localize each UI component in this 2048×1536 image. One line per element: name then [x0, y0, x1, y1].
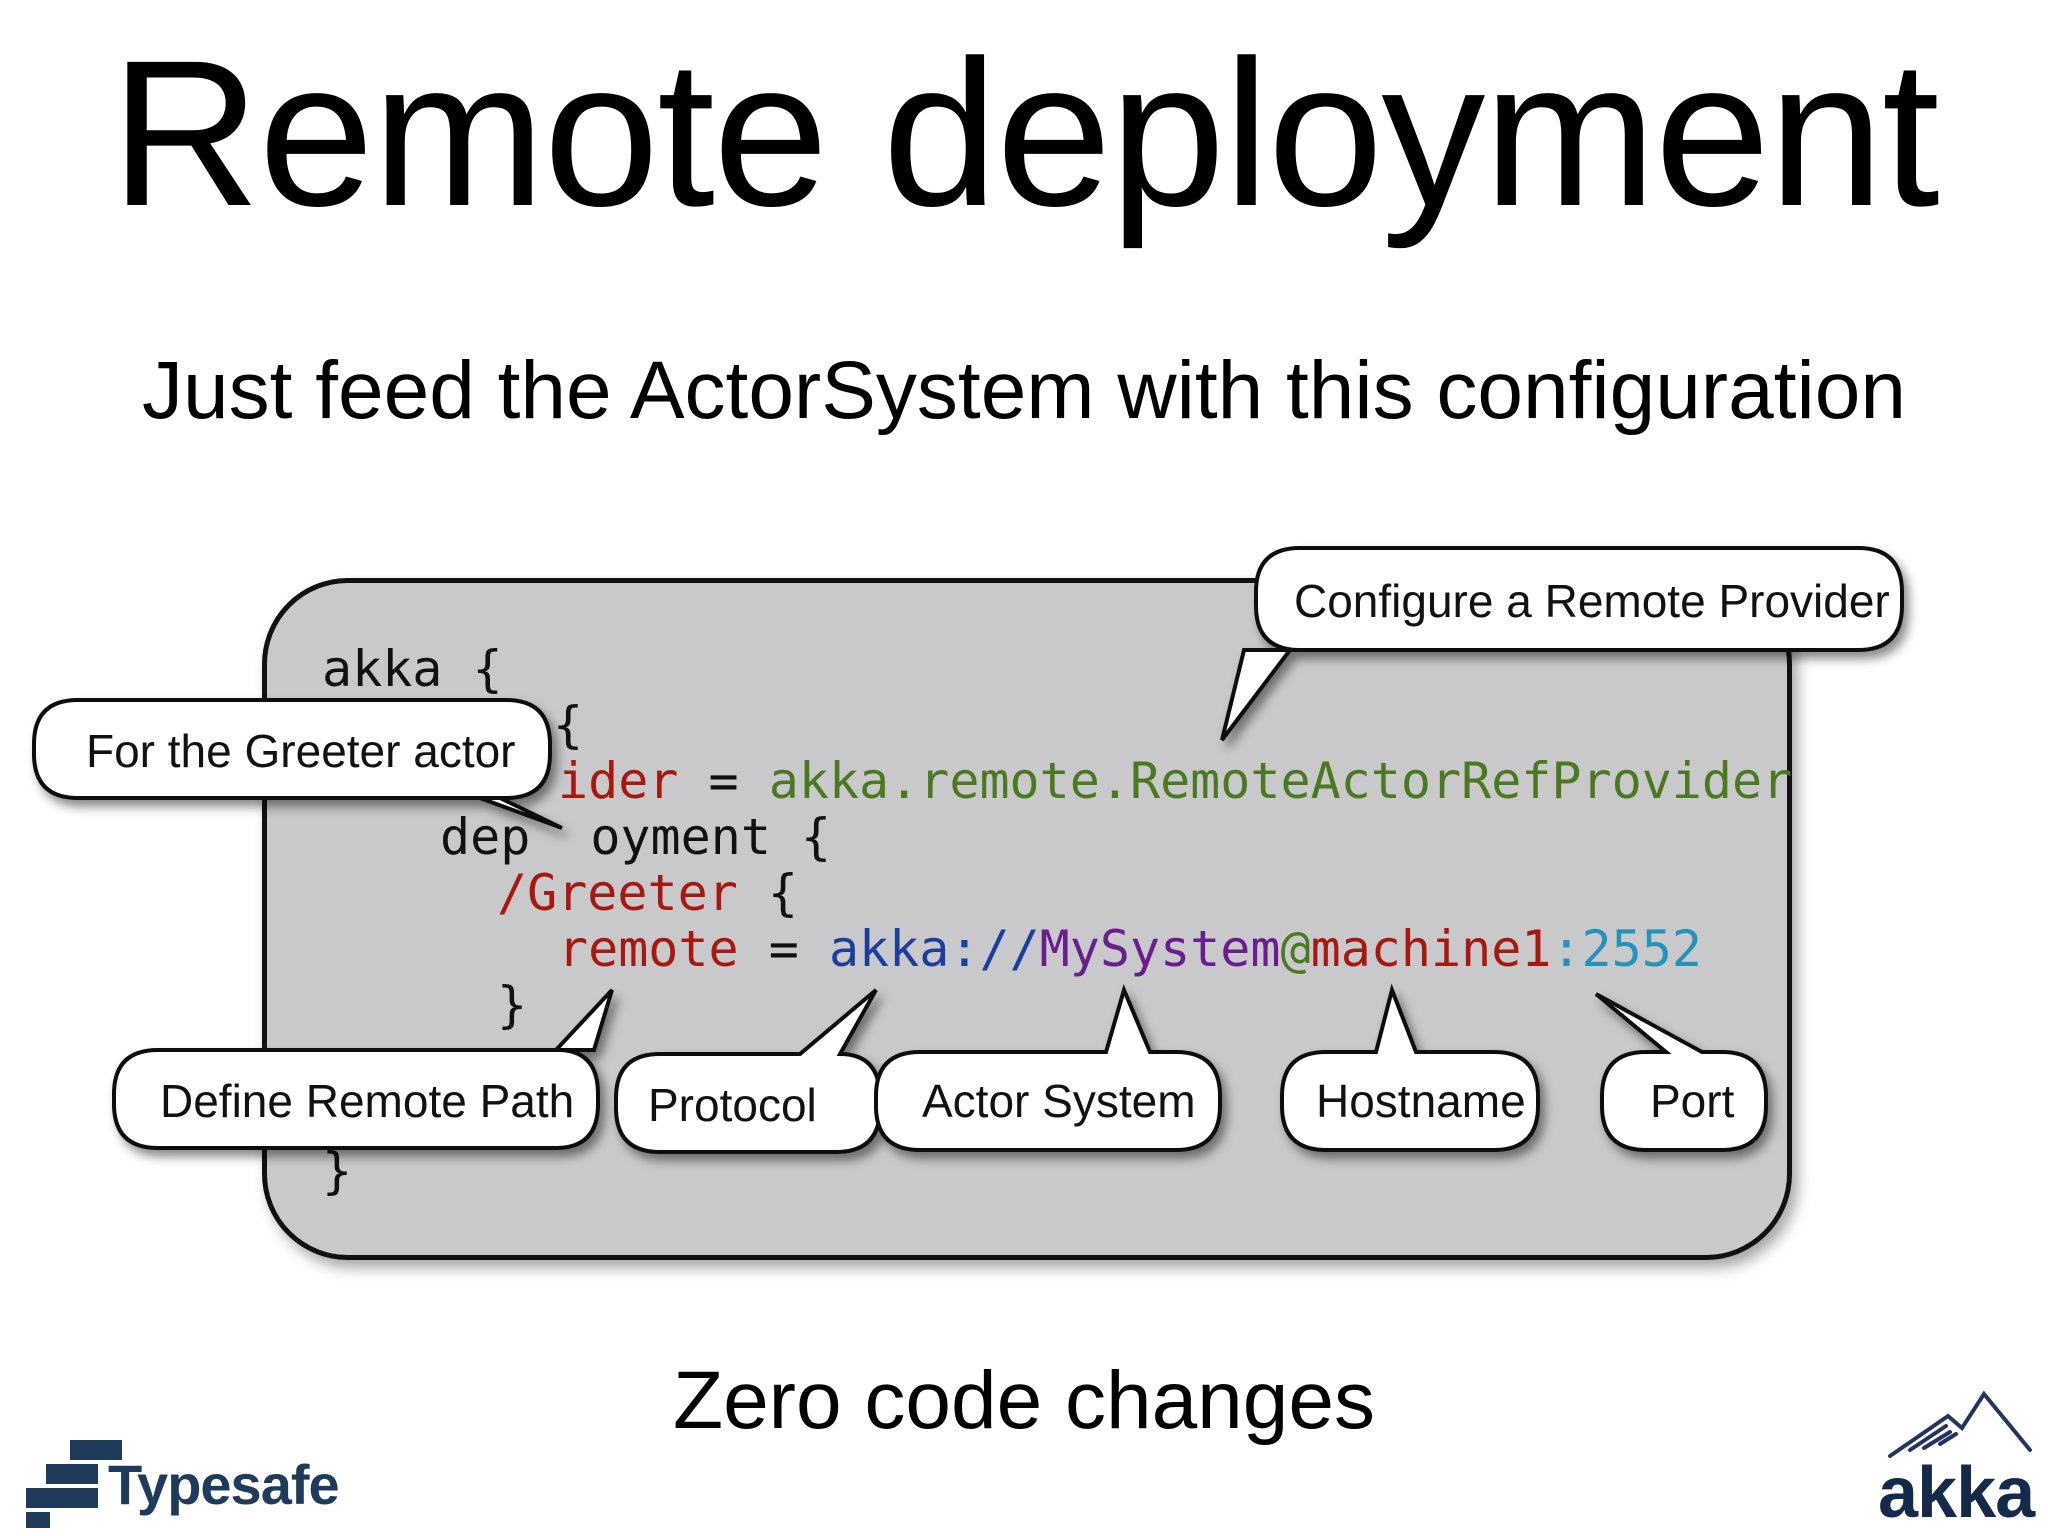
- code-line-akka: akka {: [322, 640, 503, 698]
- typesafe-logo-text: Typesafe: [108, 1453, 340, 1516]
- code-line-close-greeter: }: [497, 976, 528, 1034]
- provider-equals: =: [678, 752, 769, 810]
- provider-value: akka.remote.RemoteActorRefProvider: [768, 752, 1793, 810]
- address-port: 2552: [1581, 920, 1702, 978]
- address-host: machine1: [1310, 920, 1552, 978]
- address-protocol: akka://: [828, 920, 1040, 978]
- callout-host-bubble: [1280, 983, 1540, 1152]
- remote-equals: =: [738, 920, 829, 978]
- code-line-greeter: /Greeter {: [497, 868, 798, 918]
- code-line-close-akka: }: [322, 1142, 353, 1200]
- callout-system-bubble: [874, 984, 1222, 1152]
- callout-greeter-bubble: [32, 698, 563, 830]
- callout-host-label: Hostname: [1316, 1075, 1526, 1127]
- remote-key: remote: [558, 920, 739, 978]
- callout-protocol-label: Protocol: [648, 1079, 817, 1131]
- callout-provider-bubble: [1220, 546, 1904, 742]
- callout-port-label: Port: [1650, 1075, 1735, 1127]
- callout-greeter-label: For the Greeter actor: [86, 725, 516, 777]
- deployment-key-start: dep: [440, 808, 531, 866]
- code-line-remote-open: {: [553, 696, 584, 754]
- address-colon: :: [1551, 920, 1582, 978]
- greeter-brace: {: [737, 864, 799, 922]
- code-line-remote-address: remote = akka://MySystem@machine1:2552: [558, 924, 1702, 974]
- greeter-path: /Greeter: [497, 864, 738, 922]
- deployment-key-end: oyment {: [590, 808, 832, 866]
- callout-path-label: Define Remote Path: [160, 1075, 575, 1127]
- address-system: MySystem: [1039, 920, 1281, 978]
- address-at: @: [1280, 920, 1311, 978]
- akka-logo-text: akka: [1878, 1453, 2035, 1533]
- typesafe-logo-mark: [26, 1440, 122, 1528]
- slide-title: Remote deployment: [110, 18, 1939, 250]
- slide-subtitle: Just feed the ActorSystem with this conf…: [142, 345, 1906, 436]
- callout-protocol-bubble: [614, 988, 882, 1154]
- callout-port-bubble: [1594, 992, 1768, 1152]
- callout-provider-label: Configure a Remote Provider: [1294, 575, 1890, 627]
- slide-footer: Zero code changes: [672, 1355, 1375, 1446]
- callout-system-label: Actor System: [922, 1075, 1196, 1127]
- akka-mountain-icon: [1888, 1390, 2032, 1458]
- provider-key: ider: [558, 752, 679, 810]
- callout-path-bubble: [112, 988, 614, 1150]
- code-line-provider: ider = akka.remote.RemoteActorRefProvide…: [440, 756, 1792, 806]
